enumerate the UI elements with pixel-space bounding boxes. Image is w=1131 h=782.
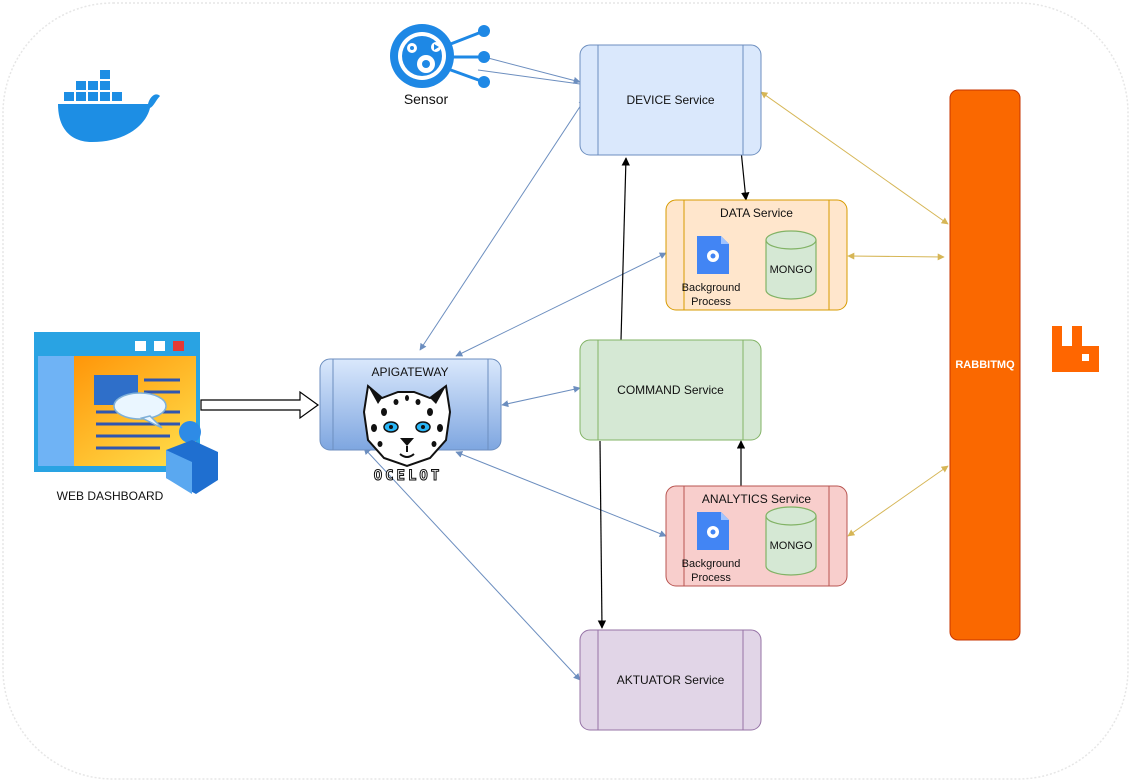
edge-device-rabbit [760, 91, 949, 225]
edge-analytics-rabbit [847, 465, 949, 537]
data-bg-process-label-2: Process [691, 296, 731, 308]
web-dashboard-icon [34, 332, 218, 494]
rabbitmq-label: RABBITMQ [955, 359, 1015, 371]
edge-gateway-data [455, 252, 667, 357]
aktuator-service-node [579, 629, 762, 731]
edge-sensor-device-2 [477, 69, 581, 85]
background-process-icon [697, 512, 729, 550]
api-gateway-label: APIGATEWAY [371, 365, 449, 379]
command-service-node [579, 339, 762, 441]
data-service-label: DATA Service [720, 206, 793, 220]
edge-dashboard-gateway [200, 390, 320, 420]
edge-gateway-aktuator [363, 447, 581, 681]
edge-gateway-device [419, 98, 586, 351]
rabbitmq-node [949, 89, 1021, 641]
docker-icon [58, 70, 160, 142]
analytics-mongo-label: MONGO [769, 540, 813, 552]
device-service-node [579, 44, 762, 156]
edge-command-device [620, 157, 630, 341]
command-service-label: COMMAND Service [617, 383, 724, 397]
aktuator-service-label: AKTUATOR Service [616, 673, 725, 687]
edge-data-rabbit [847, 252, 945, 261]
ocelot-logo [362, 384, 452, 468]
data-bg-process-label-1: Background [681, 282, 741, 294]
rabbitmq-icon [1052, 326, 1099, 372]
data-mongo-label: MONGO [769, 264, 813, 276]
edge-sensor-device [487, 57, 581, 84]
mongo-database-icon [765, 506, 817, 576]
analytics-bg-process-label-2: Process [691, 572, 731, 584]
analytics-service-label: ANALYTICS Service [701, 492, 812, 506]
web-dashboard-label: WEB DASHBOARD [56, 489, 164, 503]
edges [200, 57, 949, 681]
edge-gateway-command [501, 385, 581, 408]
edge-device-data [740, 149, 750, 201]
analytics-bg-process-label-1: Background [681, 558, 741, 570]
mongo-database-icon [765, 230, 817, 300]
edge-command-aktuator [597, 440, 607, 629]
sensor-icon [390, 24, 490, 88]
device-service-label: DEVICE Service [626, 93, 715, 107]
sensor-label: Sensor [403, 91, 449, 107]
ocelot-logo-text: OCELOT [373, 468, 443, 485]
background-process-icon [697, 236, 729, 274]
